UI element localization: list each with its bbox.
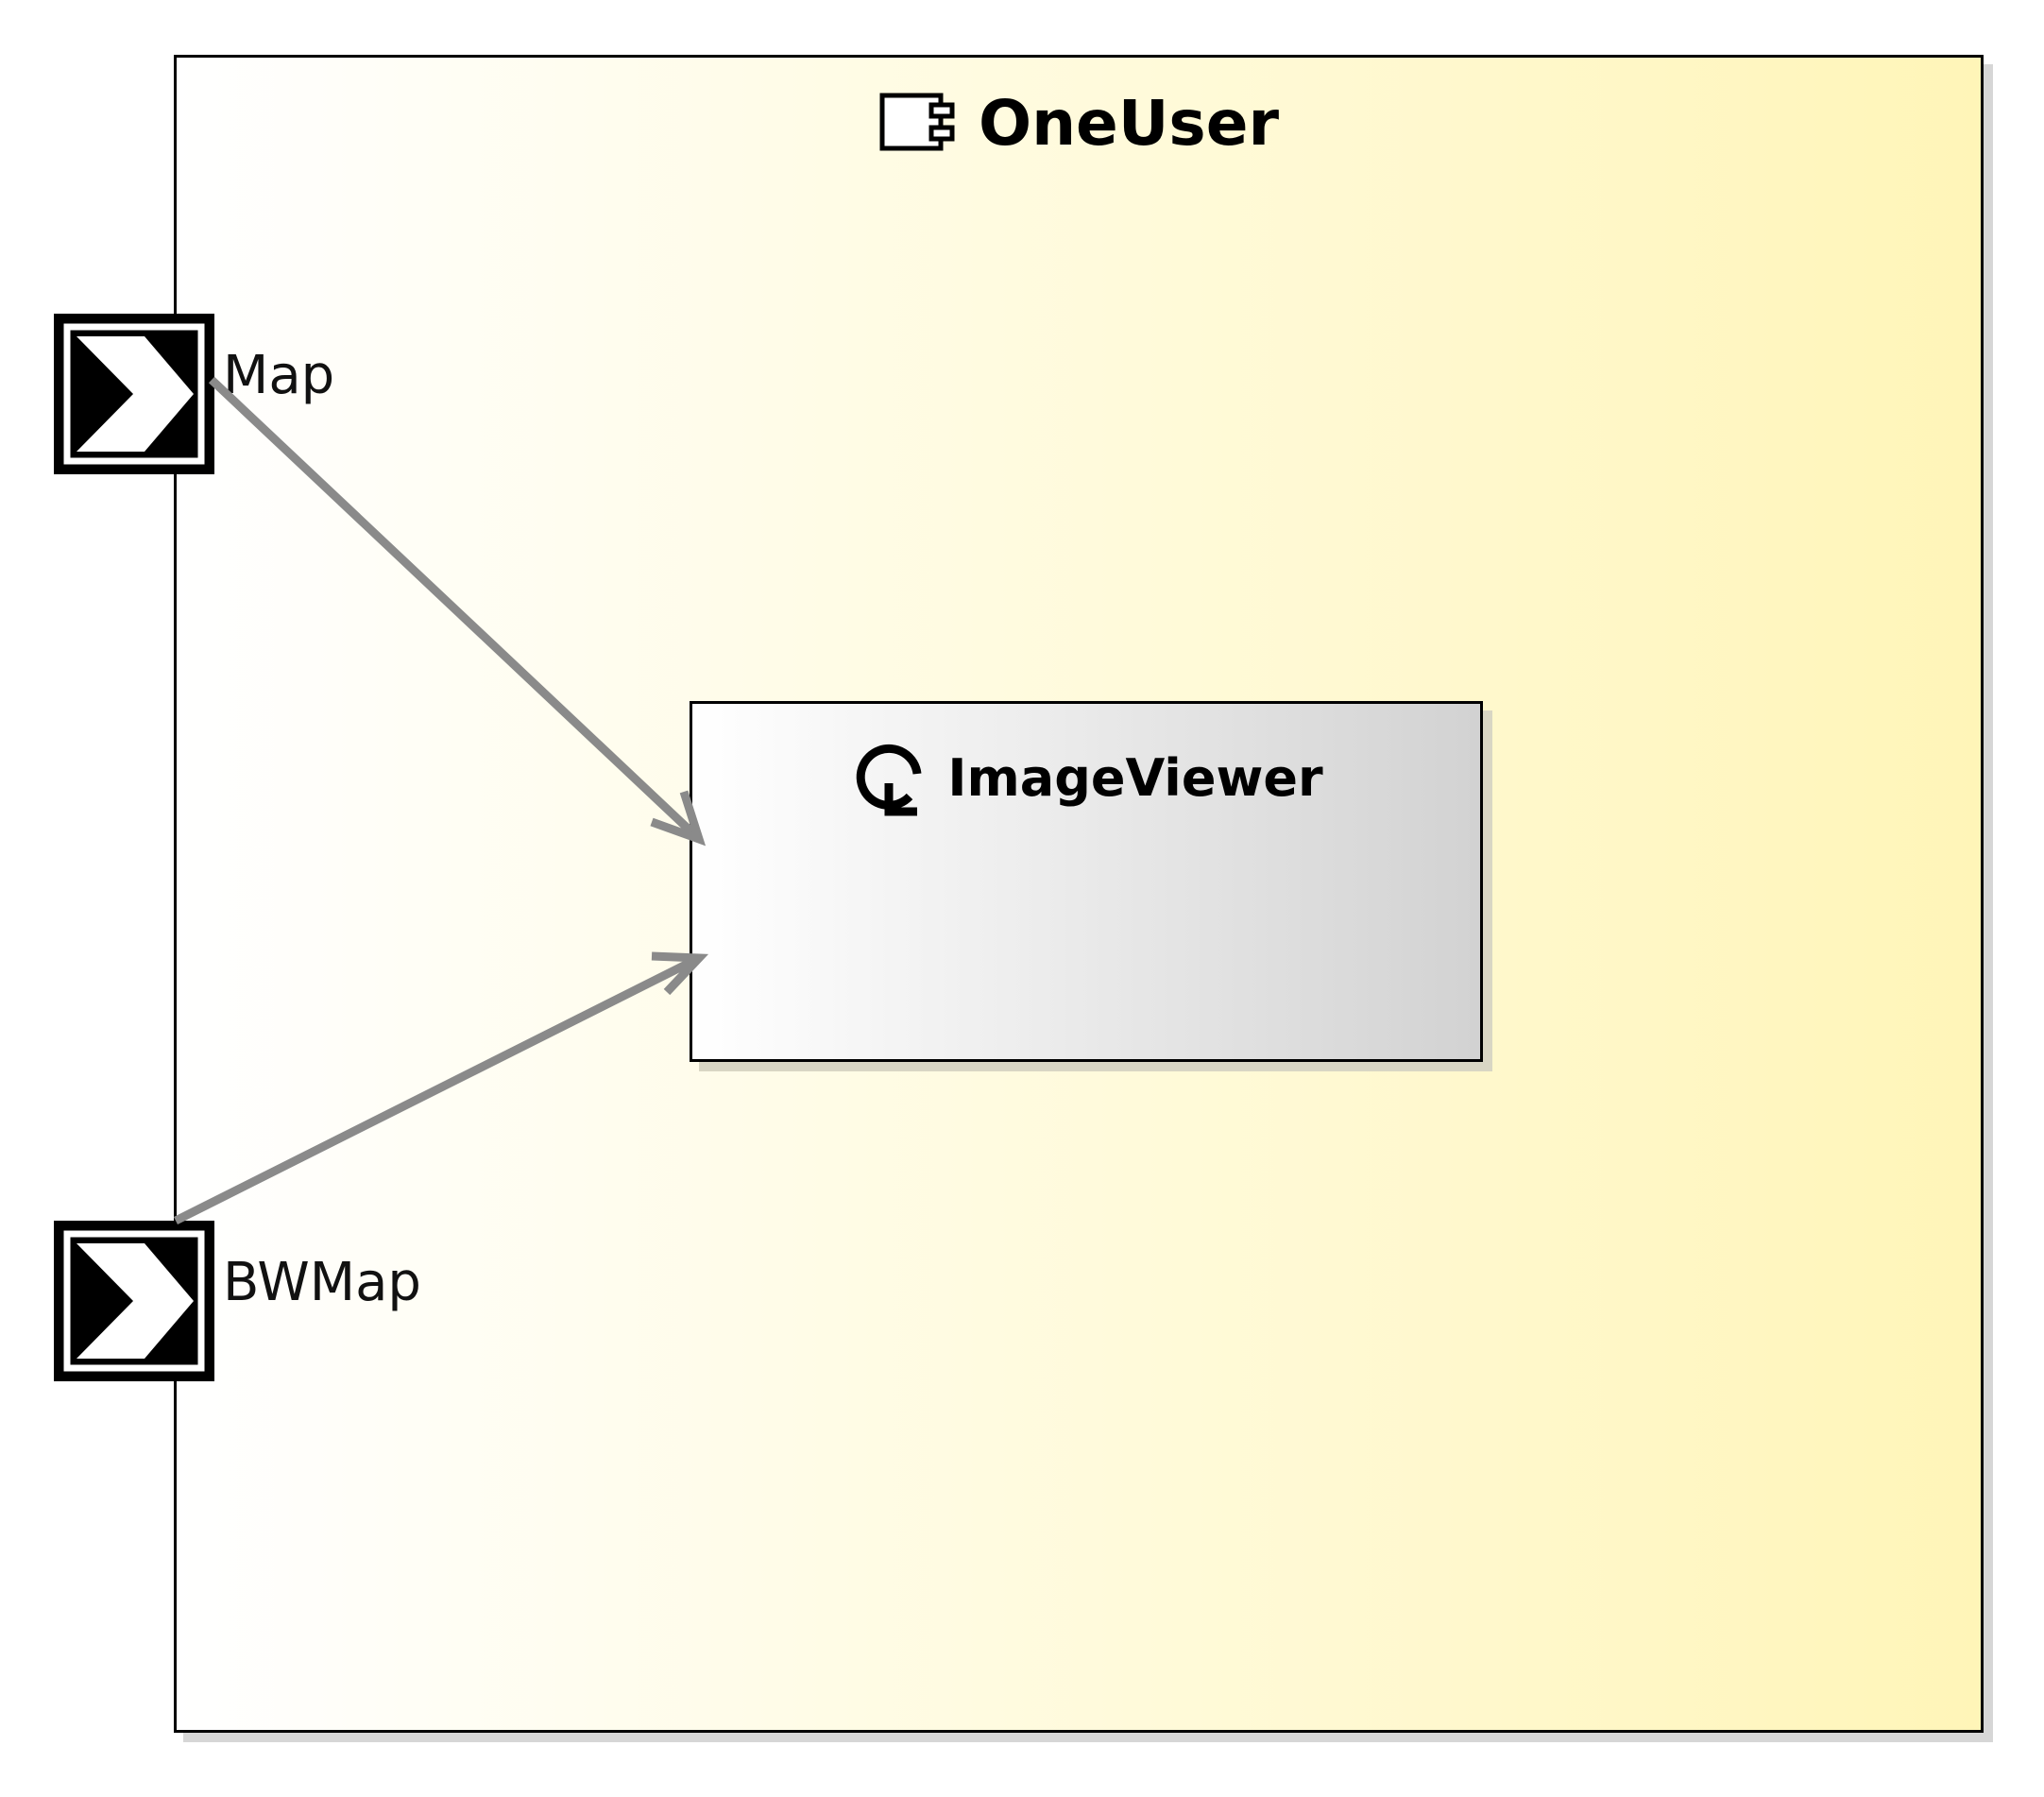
port-arrow-icon bbox=[63, 323, 205, 465]
refresh-icon bbox=[849, 736, 930, 821]
port-map[interactable] bbox=[54, 314, 214, 474]
part-title: ImageViewer bbox=[947, 748, 1323, 808]
port-bwmap[interactable] bbox=[54, 1221, 214, 1381]
component-header: OneUser bbox=[177, 92, 1981, 156]
part-imageviewer[interactable]: ImageViewer bbox=[690, 701, 1483, 1062]
port-label-bwmap: BWMap bbox=[223, 1252, 421, 1313]
component-title: OneUser bbox=[978, 87, 1280, 160]
part-header: ImageViewer bbox=[692, 736, 1480, 821]
component-icon bbox=[878, 92, 958, 156]
port-label-map: Map bbox=[223, 345, 335, 406]
port-arrow-icon bbox=[63, 1230, 205, 1372]
